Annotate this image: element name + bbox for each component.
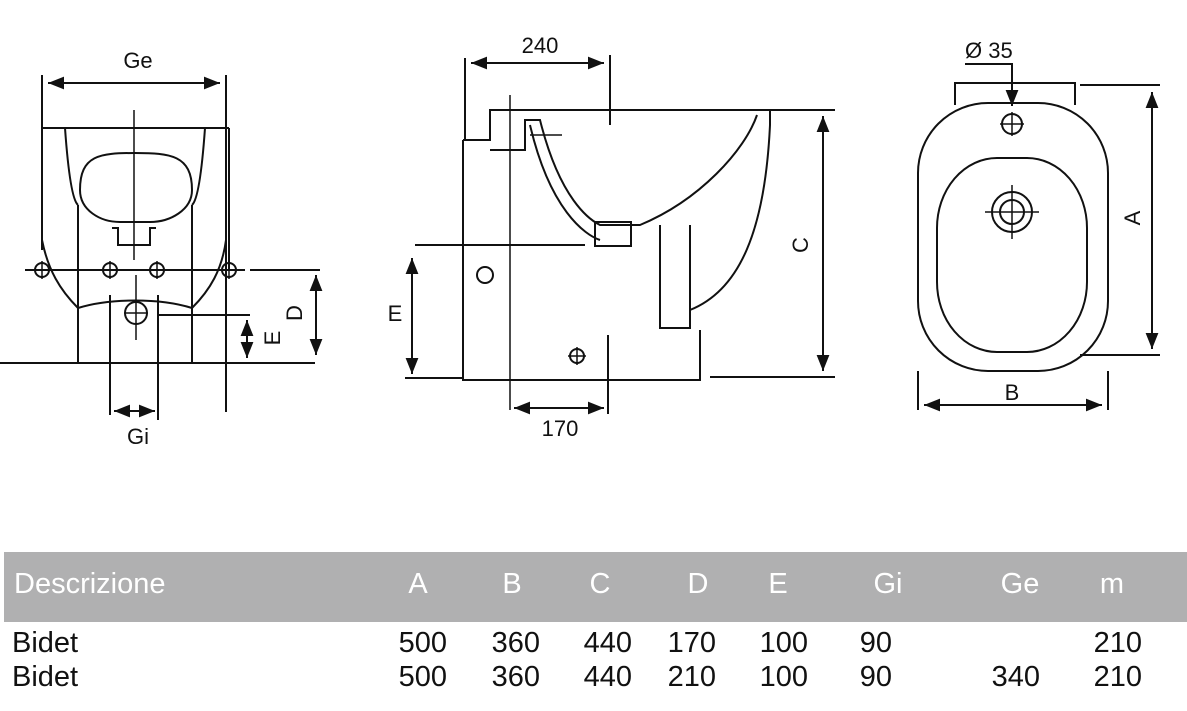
dim-label-gi: Gi: [127, 424, 149, 449]
cell-gi: 90: [859, 627, 892, 659]
cell-e: 100: [759, 627, 808, 659]
cell-a: 500: [398, 627, 447, 659]
dim-label-d: D: [282, 305, 307, 321]
dim-label-hole-diameter: Ø 35: [965, 38, 1013, 63]
dim-label-b: B: [1005, 380, 1020, 405]
cell-a: 500: [398, 661, 447, 693]
cell-b: 360: [491, 661, 540, 693]
cell-descrizione: Bidet: [12, 627, 79, 659]
header-m: m: [1099, 568, 1125, 600]
side-view: 240 170 C E: [388, 33, 835, 441]
cell-d: 170: [667, 627, 716, 659]
header-b: B: [502, 568, 522, 600]
cell-m: 210: [1093, 661, 1142, 693]
table-header: Descrizione A B C D E Gi Ge m: [4, 552, 1187, 622]
table-row: Bidet 500 360 440 170 100 90 210: [4, 627, 1187, 661]
cell-d: 210: [667, 661, 716, 693]
cell-descrizione: Bidet: [12, 661, 79, 693]
dim-label-e: E: [260, 331, 285, 346]
dim-label-c: C: [788, 237, 813, 253]
dim-label-170: 170: [542, 416, 579, 441]
cell-c: 440: [583, 627, 632, 659]
cell-b: 360: [491, 627, 540, 659]
cell-ge: 340: [991, 661, 1040, 693]
mounting-holes: [34, 261, 237, 325]
header-descrizione: Descrizione: [14, 568, 166, 600]
cell-gi: 90: [859, 661, 892, 693]
dimensions-table: Descrizione A B C D E Gi Ge m Bidet 500 …: [4, 552, 1187, 695]
dim-label-e-side: E: [388, 301, 403, 326]
header-d: D: [687, 568, 709, 600]
header-ge: Ge: [1000, 568, 1040, 600]
dim-label-ge: Ge: [123, 48, 152, 73]
header-a: A: [408, 568, 428, 600]
table-row: Bidet 500 360 440 210 100 90 340 210: [4, 661, 1187, 695]
header-c: C: [589, 568, 611, 600]
cell-c: 440: [583, 661, 632, 693]
header-e: E: [768, 568, 788, 600]
front-view: Ge Gi D E: [0, 48, 323, 449]
technical-drawing: Ge Gi D E 240 170 C E: [0, 33, 1160, 449]
cell-m: 210: [1093, 627, 1142, 659]
dim-label-240: 240: [522, 33, 559, 58]
dim-label-a: A: [1120, 210, 1145, 225]
header-gi: Gi: [873, 568, 903, 600]
cell-e: 100: [759, 661, 808, 693]
top-view: Ø 35 A B: [917, 38, 1160, 412]
